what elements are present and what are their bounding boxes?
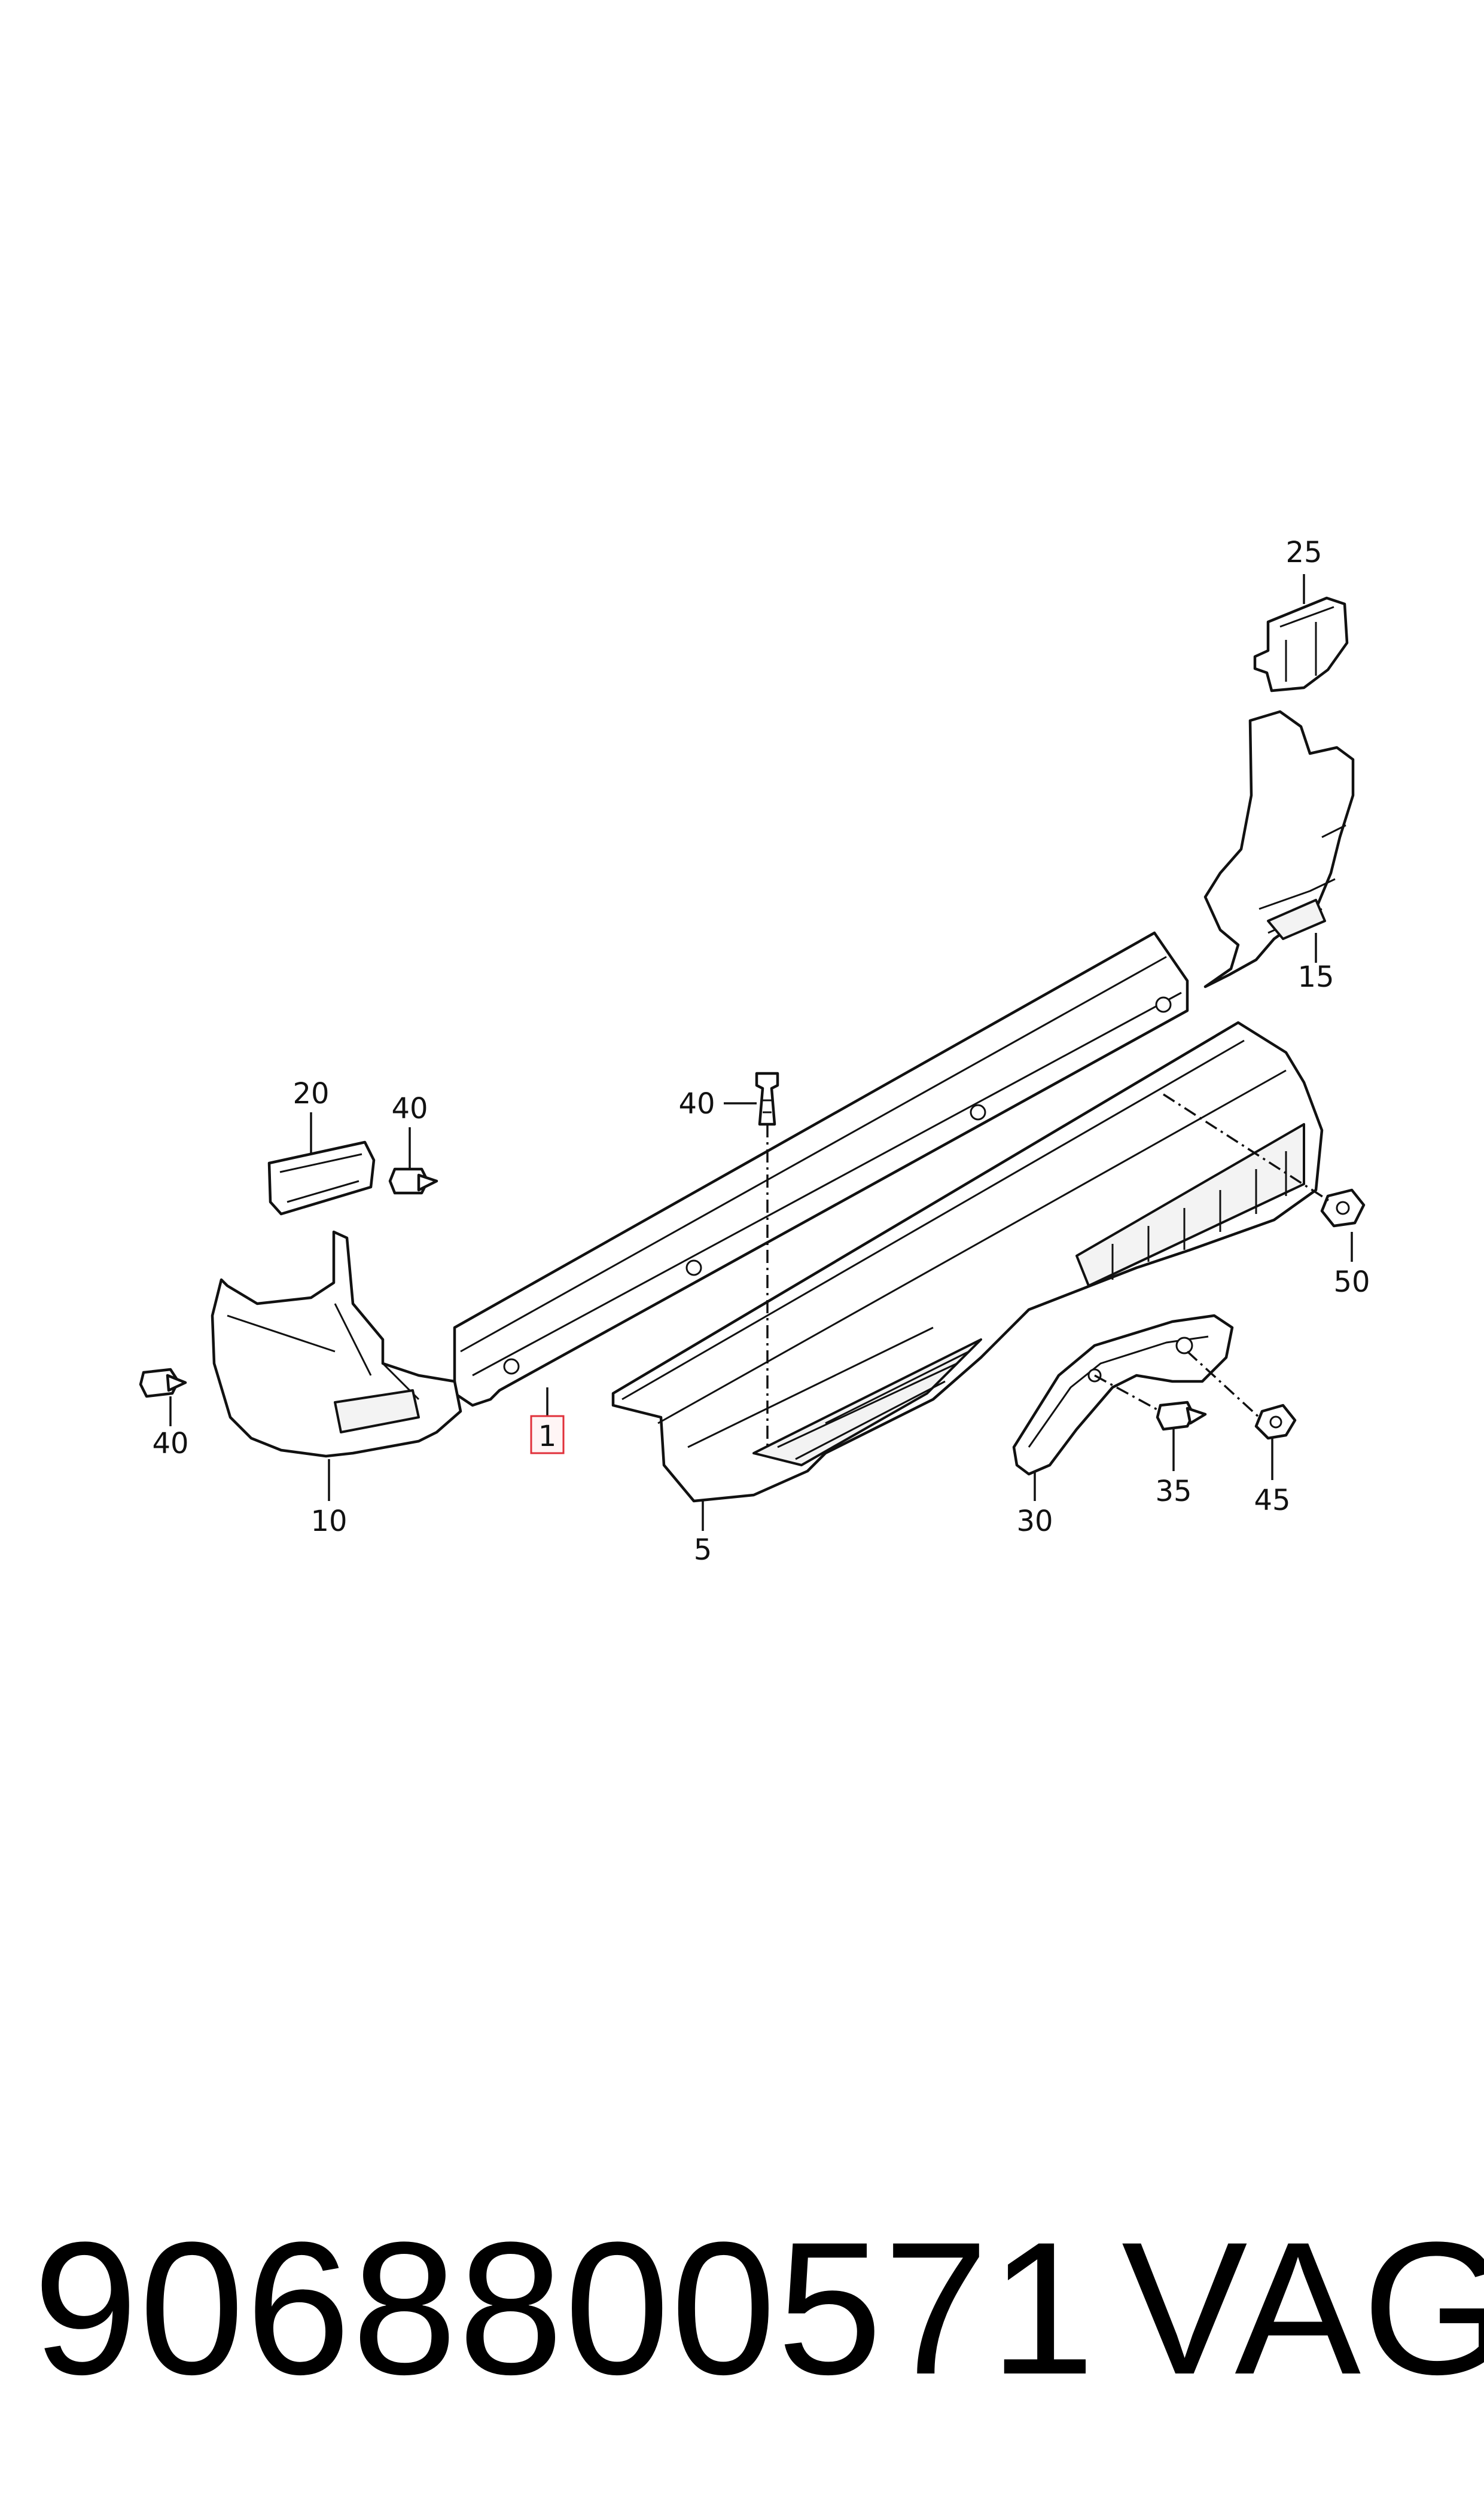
part-20-bracket (267, 1140, 376, 1216)
callout-40-left-upper: 40 (391, 1092, 428, 1125)
part-10-left-corner (211, 1230, 462, 1458)
callout-35: 35 (1155, 1475, 1192, 1508)
callout-20: 20 (292, 1077, 329, 1110)
callout-10: 10 (310, 1505, 347, 1538)
callout-1: 1 (538, 1420, 557, 1453)
callout-50: 50 (1333, 1265, 1370, 1299)
part-1-bumper-bar (453, 931, 1189, 1407)
callout-5: 5 (694, 1533, 712, 1567)
part-number-label: 9068800571 (33, 2202, 1096, 2414)
leader-lines (169, 574, 1353, 1531)
brand-label: VAG (1122, 2202, 1484, 2414)
part-5-step (611, 1021, 1324, 1503)
callout-labels: 25 15 20 40 40 50 1 40 10 5 30 35 45 (152, 536, 1370, 1567)
clip-35 (1156, 1401, 1207, 1431)
callout-45: 45 (1254, 1484, 1290, 1517)
part-30-bracket (1012, 1314, 1234, 1476)
callout-40-left-lower: 40 (152, 1427, 188, 1460)
part-25-bracket (1253, 596, 1349, 692)
callout-30: 30 (1016, 1505, 1053, 1538)
assembly-center-lines (766, 1093, 1331, 1447)
clip-40-top (755, 1072, 779, 1126)
part-15-right-corner (1203, 710, 1355, 989)
callout-15: 15 (1297, 960, 1334, 994)
clip-40-left-lower (139, 1368, 187, 1398)
callout-40-top: 40 (678, 1087, 715, 1121)
callout-1-highlight-box (530, 1415, 565, 1454)
screw-50 (1320, 1188, 1366, 1228)
callout-25: 25 (1285, 536, 1322, 569)
clip-40-left-upper (388, 1167, 438, 1195)
screw-45 (1254, 1404, 1297, 1440)
